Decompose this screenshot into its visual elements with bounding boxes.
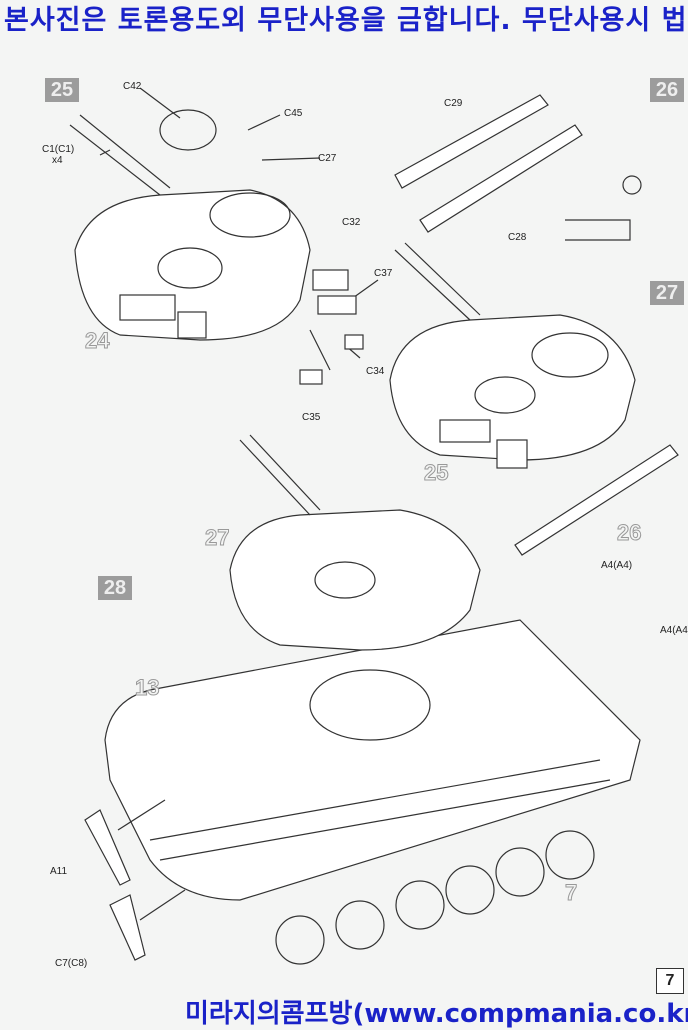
step-25-badge: 25 bbox=[45, 78, 79, 102]
turret-step-27 bbox=[389, 242, 679, 556]
step-27-badge: 27 bbox=[650, 281, 684, 305]
step-28-badge: 28 bbox=[98, 576, 132, 600]
fender-parts-step-26 bbox=[394, 94, 642, 241]
label-c29: C29 bbox=[444, 98, 463, 109]
step-24-reference: 24 bbox=[84, 328, 110, 354]
label-c28: C28 bbox=[508, 232, 527, 243]
watermark-top: 본사진은 토론용도외 무단사용을 금합니다. 무단사용시 법 bbox=[4, 5, 688, 36]
label-a4-lower: A4(A4) bbox=[660, 625, 688, 636]
label-a4-upper: A4(A4) bbox=[601, 560, 633, 571]
label-c42: C42 bbox=[123, 81, 142, 92]
step-7-reference: 7 bbox=[564, 880, 578, 906]
step-27-reference: 27 bbox=[204, 525, 230, 551]
label-c7: C7(C8) bbox=[55, 958, 88, 969]
step-26-reference: 26 bbox=[616, 520, 642, 546]
page-number: 7 bbox=[656, 968, 684, 994]
label-c35: C35 bbox=[302, 412, 321, 423]
hull-step-28 bbox=[84, 434, 641, 965]
label-c1-qty: x4 bbox=[52, 155, 63, 166]
label-c34: C34 bbox=[366, 366, 385, 377]
step-25-reference: 25 bbox=[423, 460, 449, 486]
watermark-bottom: 미라지의콤프방(www.compmania.co.kr) bbox=[185, 999, 688, 1029]
label-c37: C37 bbox=[374, 268, 393, 279]
label-c1: C1(C1) bbox=[42, 144, 75, 155]
turret-step-25 bbox=[69, 87, 379, 385]
step-26-badge: 26 bbox=[650, 78, 684, 102]
label-a11: A11 bbox=[50, 866, 68, 877]
label-c32: C32 bbox=[342, 217, 361, 228]
step-13-reference: 13 bbox=[134, 675, 160, 701]
label-c45: C45 bbox=[284, 108, 303, 119]
label-c27: C27 bbox=[318, 153, 337, 164]
